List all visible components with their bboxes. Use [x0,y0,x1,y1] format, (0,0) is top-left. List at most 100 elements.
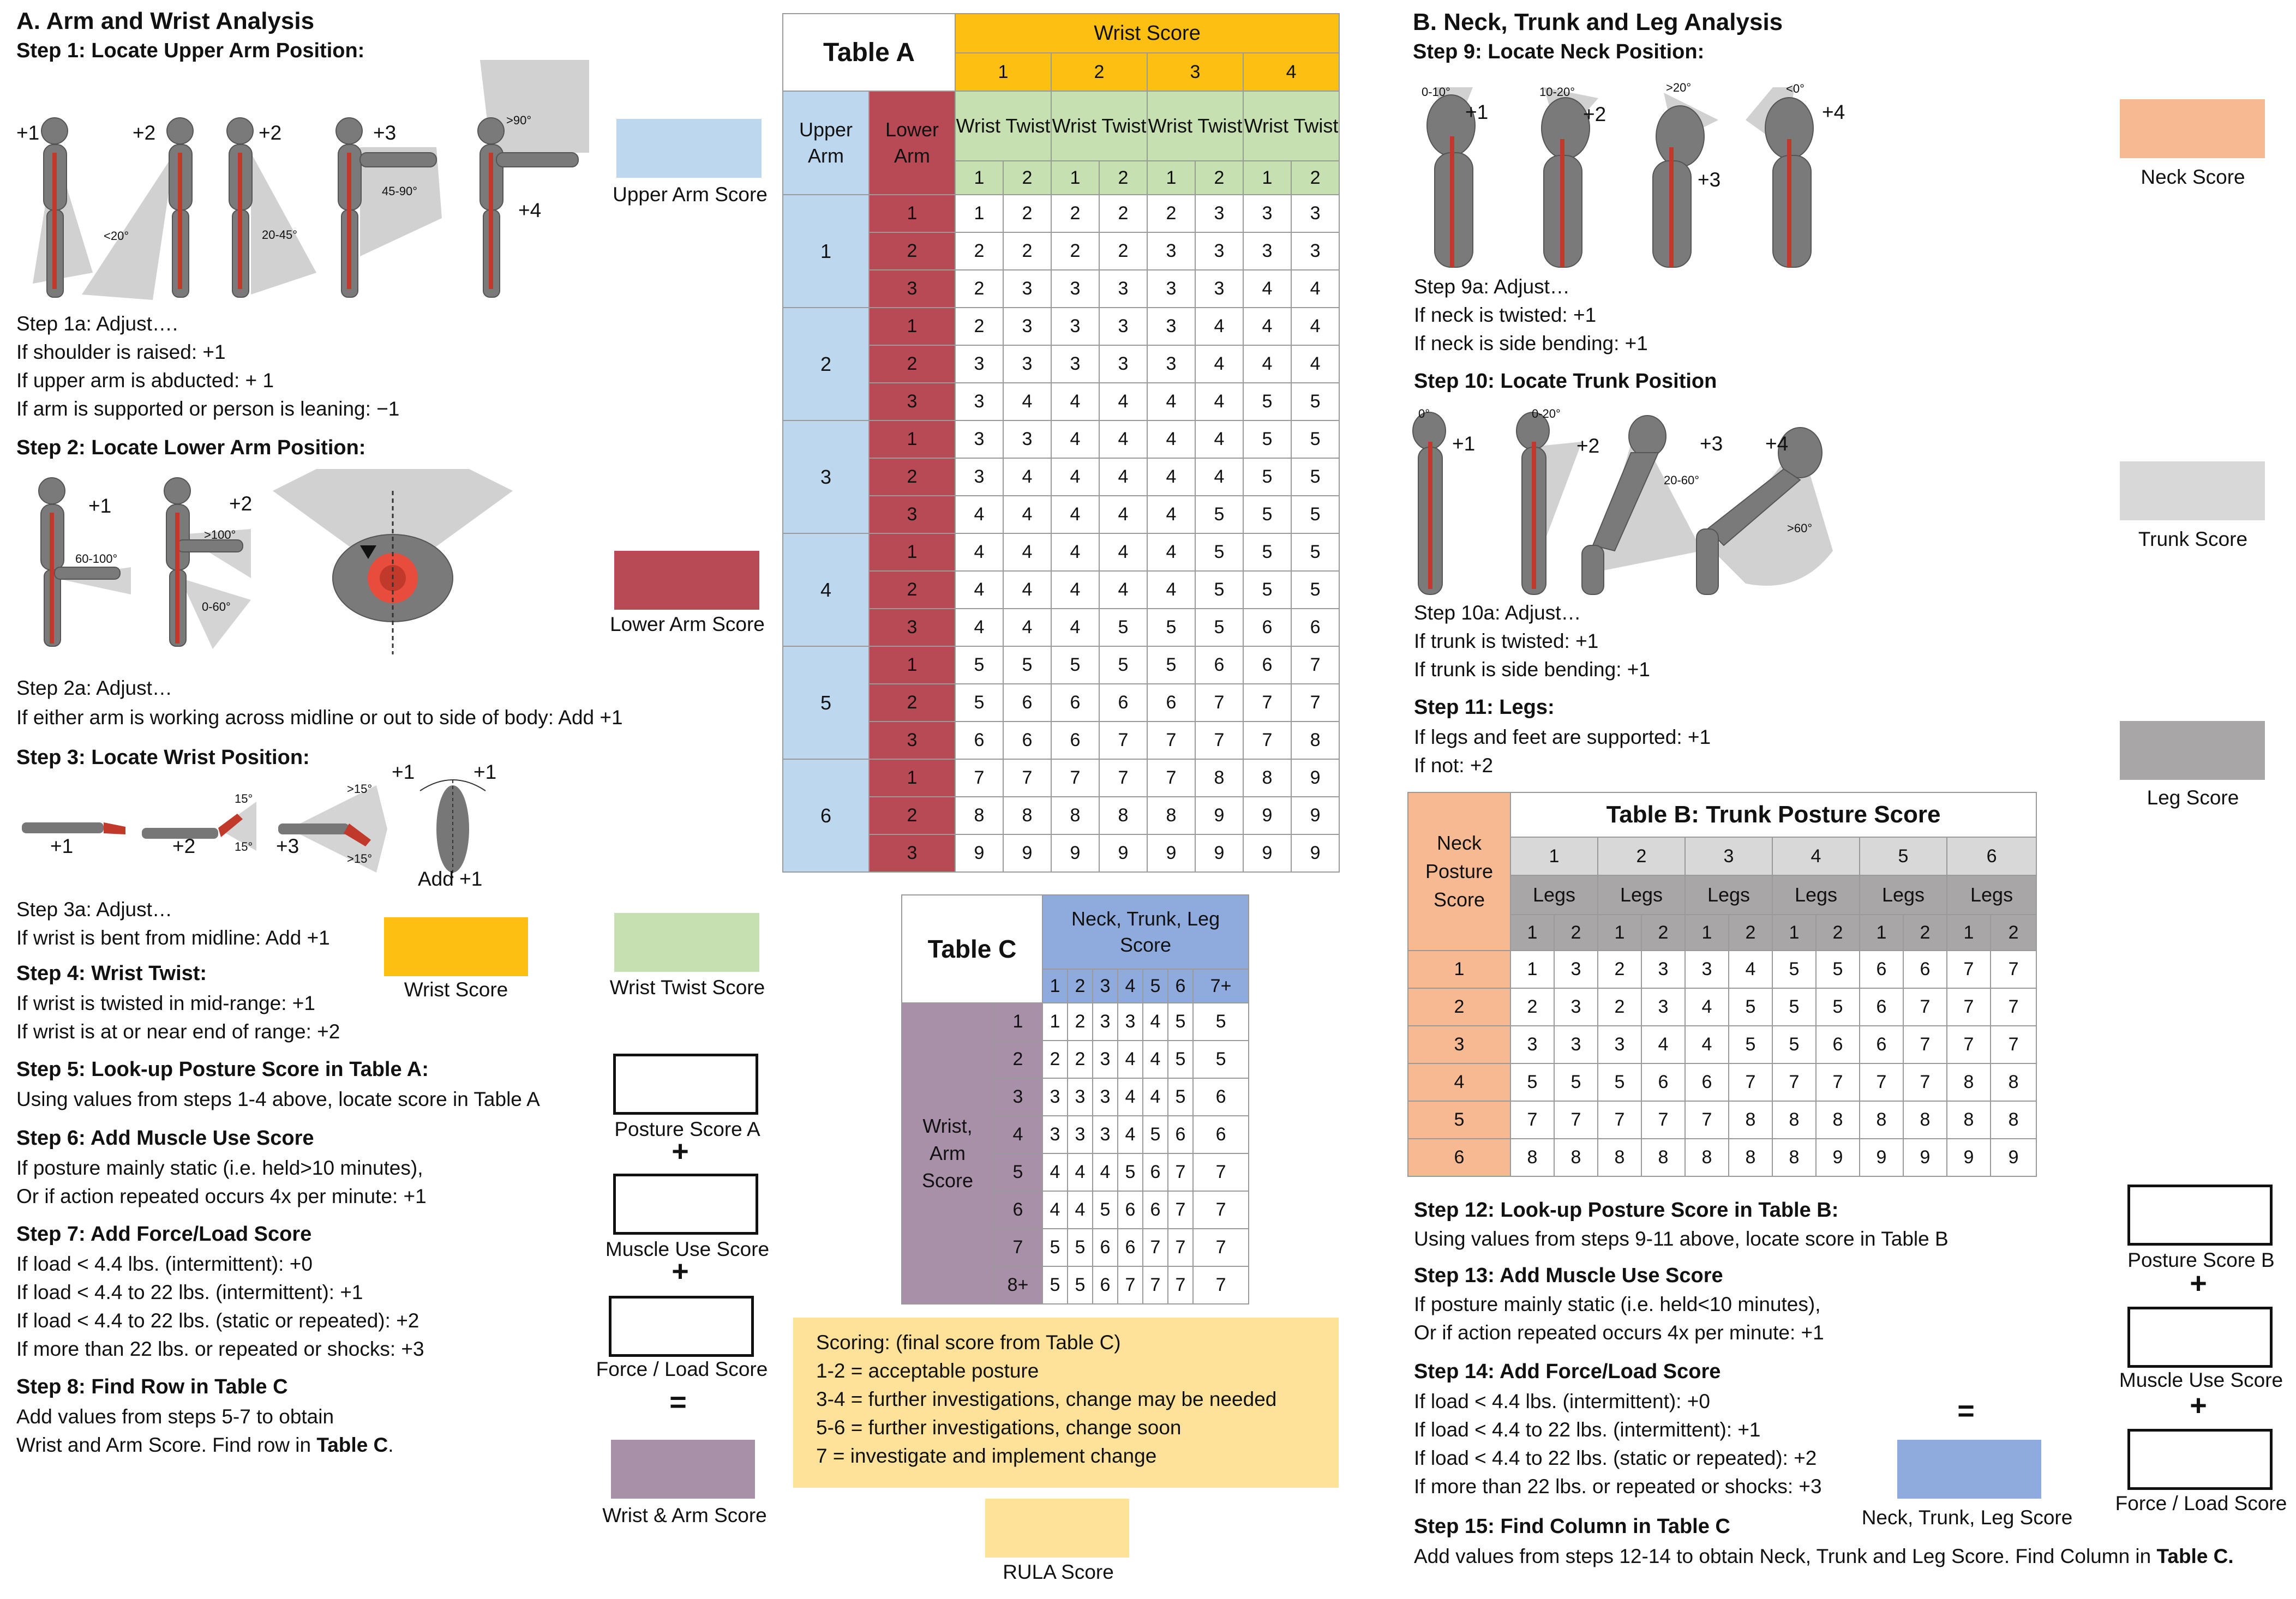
table-b-cell: 3 [1641,988,1686,1026]
table-c-cell: 5 [1092,1191,1119,1229]
table-c-col: 2 [1067,969,1094,1003]
step3-score-label: +1 [392,761,415,783]
leg-col: 1 [1772,914,1817,951]
neck-score-box[interactable] [2120,99,2265,158]
table-a-cell: 5 [1195,608,1244,647]
wrist-twist-col: 1 [955,160,1004,195]
table-a-cell: 4 [1003,382,1052,421]
step1a-line: If shoulder is raised: +1 [16,341,226,363]
leg-col: 1 [1859,914,1904,951]
angle-label: 20-60° [1664,473,1700,487]
table-a-cell: 5 [1290,570,1340,609]
step3a-line: If wrist is bent from midline: Add +1 [16,927,330,949]
leg-score-box[interactable] [2120,721,2265,780]
table-a-cell: 4 [955,533,1004,572]
table-a-cell: 9 [1147,834,1196,873]
wrist-twist-header: Wrist Twist [955,91,1052,161]
muscle-use-score-b-box[interactable] [2127,1307,2273,1368]
wrist-score-box[interactable] [384,917,528,976]
table-a-cell: 4 [1003,608,1052,647]
force-load-score-box[interactable] [609,1296,754,1357]
step9-title: Step 9: Locate Neck Position: [1413,40,1705,63]
scoring-line: 1-2 = acceptable posture [816,1360,1039,1382]
step9-score-label: +4 [1822,101,1845,123]
muscle-use-score-box[interactable] [613,1174,758,1235]
step4-title: Step 4: Wrist Twist: [16,962,207,985]
lower-arm-score-box[interactable] [614,551,759,610]
table-b-cell: 9 [1859,1138,1904,1177]
legs-header: Legs [1684,875,1773,915]
leg-col: 2 [1554,914,1598,951]
table-a-cell: 4 [1003,458,1052,496]
table-b-cell: 9 [1989,1138,2037,1177]
step2a-title: Step 2a: Adjust… [16,677,172,699]
table-c-cell: 4 [1142,1078,1169,1116]
table-a-cell: 4 [1051,608,1100,647]
table-a-cell: 9 [1051,834,1100,873]
trunk-score-box[interactable] [2120,461,2265,520]
table-a-cell: 4 [1243,345,1292,383]
rula-score-box[interactable] [985,1499,1129,1558]
table-a-cell: 3 [955,382,1004,421]
table-b-cell: 4 [1728,950,1773,989]
table-a-cell: 7 [1099,721,1148,760]
force-load-score-b-box[interactable] [2127,1429,2273,1490]
step1-score-label: +2 [259,122,282,144]
table-c-cell: 6 [1142,1153,1169,1192]
leg-col: 2 [1815,914,1860,951]
table-a-cell: 7 [1099,759,1148,797]
table-a-cell: 4 [1051,382,1100,421]
table-b-cell: 8 [1772,1101,1817,1139]
wrist-twist-score-box[interactable] [614,913,759,972]
table-c-cell: 2 [1042,1040,1069,1079]
table-a-cell: 6 [1099,683,1148,722]
table-c-cell: 6 [1117,1228,1144,1267]
table-b: Neck Posture Score Table B: Trunk Postur… [1407,792,2037,1177]
table-b-cell: 8 [1903,1101,1947,1139]
table-c-cell: 3 [1067,1115,1094,1154]
upper-arm-score-box[interactable] [616,119,762,178]
table-a-cell: 4 [1290,345,1340,383]
table-c-cell: 5 [1167,1078,1194,1116]
table-a-cell: 9 [1195,796,1244,835]
leg-col: 2 [1903,914,1947,951]
angle-label: 45-90° [382,184,418,198]
table-b-cell: 4 [1641,1025,1686,1064]
upper-arm-value: 3 [782,420,870,534]
table-b-cell: 8 [1815,1101,1860,1139]
table-a-cell: 4 [955,495,1004,534]
table-a-cell: 3 [1290,194,1340,233]
trunk-col: 1 [1510,837,1598,876]
table-a-cell: 4 [1003,533,1052,572]
step10-score-label: +3 [1700,432,1723,455]
table-a-cell: 3 [955,458,1004,496]
table-a-cell: 5 [1003,646,1052,684]
table-b-cell: 6 [1859,1025,1904,1064]
step11-title: Step 11: Legs: [1414,696,1555,719]
table-a-cell: 6 [1243,608,1292,647]
table-a-cell: 5 [1243,495,1292,534]
table-a-cell: 4 [955,608,1004,647]
table-a-cell: 8 [1147,796,1196,835]
table-b-cell: 7 [1684,1101,1729,1139]
wrist-arm-score-box[interactable] [611,1440,755,1499]
posture-score-b-box[interactable] [2127,1185,2273,1246]
trunk-col: 5 [1859,837,1947,876]
table-c-cell: 4 [1117,1078,1144,1116]
table-c-cell: 5 [1192,1002,1250,1041]
step3-title: Step 3: Locate Wrist Position: [16,746,310,769]
table-a-cell: 4 [1147,570,1196,609]
table-a-cell: 3 [1290,232,1340,270]
step9-score-label: +1 [1465,101,1489,123]
neck-trunk-leg-score-box[interactable] [1897,1440,2041,1499]
table-a-cell: 4 [1243,307,1292,346]
table-a-cell: 3 [1243,232,1292,270]
table-a-cell: 3 [1099,307,1148,346]
wrist-arm-header: Wrist, Arm Score [901,1002,994,1305]
table-c-cell: 4 [1042,1191,1069,1229]
posture-score-a-box[interactable] [613,1054,758,1115]
table-c-cell: 5 [1167,1002,1194,1041]
